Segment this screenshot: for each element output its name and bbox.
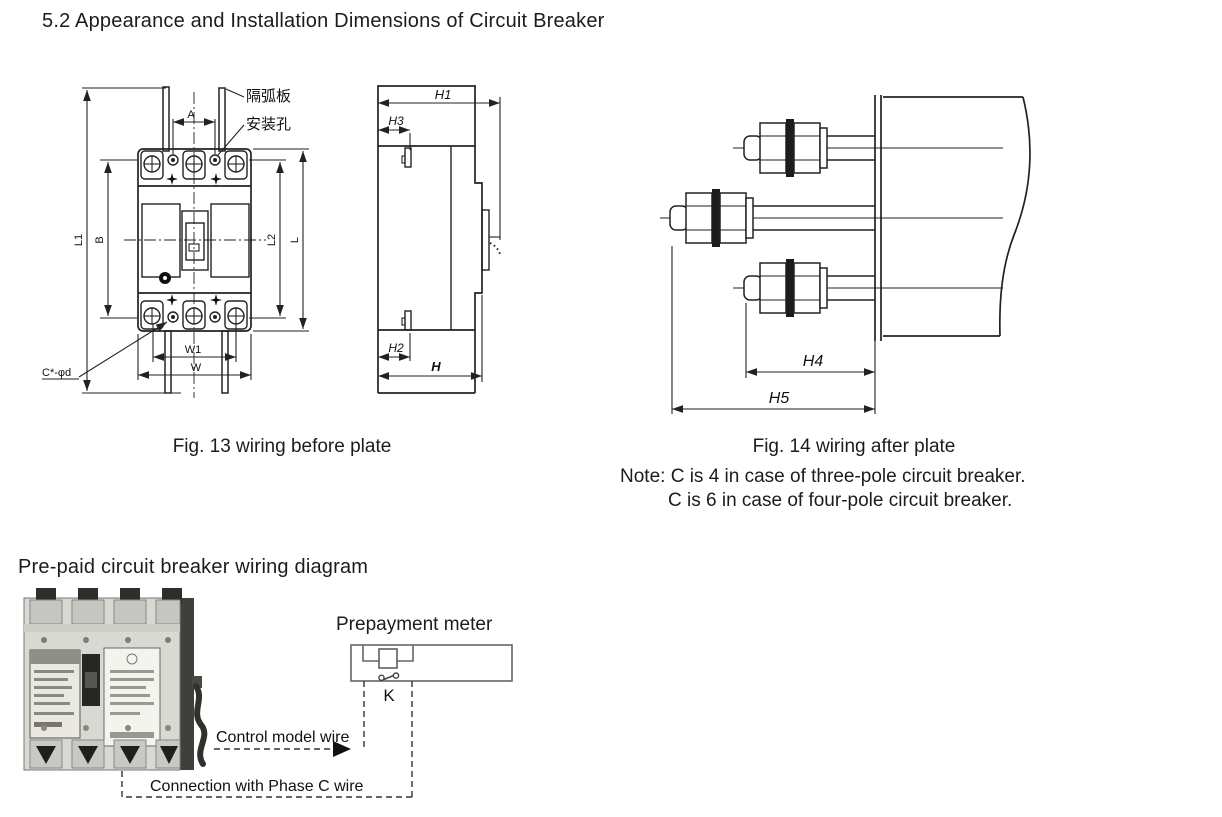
bottom-terminals <box>140 300 248 330</box>
dim-label-w1: W1 <box>185 344 202 356</box>
nameplates-and-toggle <box>141 203 250 284</box>
top-terminals <box>140 150 248 180</box>
fig13-front-view-drawing: A L1 B L2 L W1 W <box>42 86 309 398</box>
control-wire-label: Control model wire <box>216 729 349 746</box>
dim-h2: H2 <box>378 333 411 361</box>
prepayment-meter-title: Prepayment meter <box>336 614 493 635</box>
dim-b: B <box>94 159 137 319</box>
dim-h1: H1 <box>378 87 501 240</box>
breaker-photo <box>23 588 208 771</box>
wire-arrowhead <box>333 741 351 757</box>
dim-l2: L2 <box>249 159 286 319</box>
dim-label-h: H <box>431 359 441 374</box>
callout-mounting-hole: 安装孔 <box>217 116 291 156</box>
dim-label-l1: L1 <box>73 234 85 246</box>
prepaid-wiring-diagram: K Control model wire Connection with Pha… <box>23 588 513 798</box>
dim-label-l: L <box>289 237 301 243</box>
dim-c-leader: C*-φd <box>42 321 168 380</box>
fig13-side-view-drawing: H1 H3 H2 H <box>377 85 501 394</box>
dim-w: W <box>137 334 252 380</box>
switch-blade <box>383 674 394 681</box>
note-line2: C is 6 in case of four-pole circuit brea… <box>668 490 1013 511</box>
switch-label-k: K <box>383 686 395 705</box>
fig13-caption: Fig. 13 wiring before plate <box>172 436 392 457</box>
dim-label-a: A <box>187 109 195 121</box>
side-outline <box>377 85 501 394</box>
mounting-plate <box>874 95 882 414</box>
label-mounting-hole: 安装孔 <box>246 116 291 133</box>
phase-wire-label: Connection with Phase C wire <box>150 778 364 795</box>
terminal-stud-top <box>733 119 1003 177</box>
section-title: 5.2 Appearance and Installation Dimensio… <box>42 10 605 32</box>
dim-label-h1: H1 <box>435 87 452 102</box>
dim-a: A <box>172 109 216 154</box>
wiring-connections <box>121 681 413 798</box>
dim-h3: H3 <box>378 114 411 150</box>
callout-arc-plate: 隔弧板 <box>225 87 291 105</box>
label-arc-plate: 隔弧板 <box>246 87 291 105</box>
dim-label-h3: H3 <box>388 114 404 128</box>
position-marks <box>166 173 222 306</box>
dim-l1: L1 <box>73 87 181 394</box>
dim-label-h2: H2 <box>388 341 404 355</box>
prepayment-meter-box <box>350 644 513 682</box>
dim-h4: H4 <box>745 303 875 378</box>
dim-l: L <box>253 148 309 332</box>
fig14-drawing: H4 H5 <box>660 95 1031 414</box>
switch-contact-right <box>392 672 400 679</box>
wiring-diagram-heading: Pre-paid circuit breaker wiring diagram <box>18 556 369 578</box>
dim-label-h5: H5 <box>769 390 790 407</box>
note-line1: Note: C is 4 in case of three-pole circu… <box>620 466 1026 487</box>
dim-label-w: W <box>191 362 202 374</box>
handle-travel-arc <box>489 242 501 255</box>
breaker-body-broken-view <box>883 96 1031 337</box>
terminal-stud-middle <box>660 189 1003 247</box>
dim-label-c: C*-φd <box>42 367 71 379</box>
dim-h: H <box>378 295 483 382</box>
switch-contact-left <box>378 674 385 682</box>
terminal-stud-bottom <box>733 259 1003 317</box>
dim-label-b: B <box>94 236 106 243</box>
dim-label-h4: H4 <box>803 353 824 370</box>
control-wire-photo <box>193 683 208 767</box>
dim-label-l2: L2 <box>266 234 278 246</box>
mounting-hooks <box>401 147 412 331</box>
fig14-caption: Fig. 14 wiring after plate <box>752 436 956 457</box>
dim-h5: H5 <box>671 246 875 414</box>
